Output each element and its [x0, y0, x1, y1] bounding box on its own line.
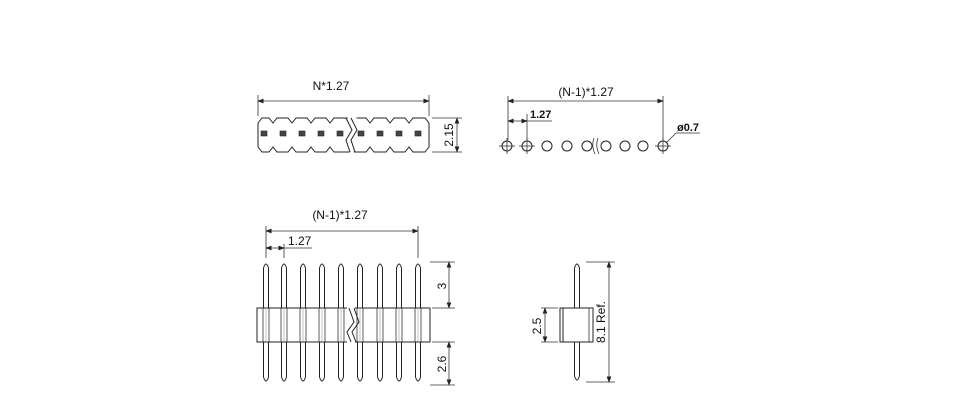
- lower-pin-label: 2.6: [435, 355, 449, 372]
- break-line: [346, 307, 355, 343]
- break-line: [345, 117, 353, 153]
- pin-upper: [338, 263, 344, 309]
- pin-square: [260, 130, 268, 137]
- hole: [619, 140, 631, 152]
- pin-square: [395, 130, 403, 137]
- side-body-label: 2.5: [530, 317, 544, 334]
- hole: [581, 140, 593, 152]
- hole-diameter-label: ø0.7: [677, 122, 699, 134]
- upper-pin-label: 3: [435, 282, 449, 289]
- pin-upper: [415, 263, 421, 309]
- pin-square: [414, 130, 422, 137]
- pin-square: [317, 130, 325, 137]
- front-view: (N-1)*1.27 1.27 3 2.6: [256, 208, 455, 386]
- hole: [541, 140, 553, 152]
- hole: [637, 140, 649, 152]
- pin-upper: [319, 263, 325, 309]
- holes: [499, 137, 671, 155]
- side-view: 2.5 8.1 Ref.: [530, 261, 615, 383]
- pin-upper: [281, 263, 287, 309]
- pin-upper: [377, 263, 383, 309]
- header-body-front: [256, 307, 431, 343]
- pin-lower: [357, 341, 363, 382]
- front-pitch-label: 1.27: [288, 234, 312, 248]
- pin-upper: [300, 263, 306, 309]
- break-mark: [592, 137, 600, 155]
- hole-pitch-label: 1.27: [530, 109, 551, 121]
- break-line: [350, 117, 358, 153]
- pin-square: [336, 130, 344, 137]
- pin-square: [376, 130, 384, 137]
- header-body-top: [257, 115, 430, 154]
- front-span-label: (N-1)*1.27: [312, 208, 368, 222]
- pin-lower: [377, 341, 383, 382]
- pin-lower: [338, 341, 344, 382]
- pin-lower: [319, 341, 325, 382]
- pin-lower: [263, 341, 269, 382]
- pin-square: [279, 130, 287, 137]
- side-body: [559, 307, 594, 343]
- pin-lower: [415, 341, 421, 382]
- hole-span-label: (N-1)*1.27: [558, 85, 614, 99]
- pin-upper: [396, 263, 402, 309]
- pin-upper: [357, 263, 363, 309]
- top-height-label: 2.15: [442, 123, 456, 147]
- header-body-outline: [257, 117, 430, 153]
- hole: [600, 140, 612, 152]
- pin-lower: [396, 341, 402, 382]
- front-pins-and-body: [256, 263, 431, 382]
- top-view: N*1.27 2.15: [257, 79, 462, 154]
- total-length-label: 8.1 Ref.: [594, 301, 608, 343]
- top-width-label: N*1.27: [313, 79, 350, 93]
- pin-square: [357, 130, 365, 137]
- break-line: [351, 307, 360, 343]
- pin-lower: [300, 341, 306, 382]
- pin-lower: [281, 341, 287, 382]
- hole: [561, 140, 573, 152]
- pin-square: [298, 130, 306, 137]
- hole-pattern: (N-1)*1.27 1.27 ø0.7: [499, 85, 700, 155]
- pin-upper: [263, 263, 269, 309]
